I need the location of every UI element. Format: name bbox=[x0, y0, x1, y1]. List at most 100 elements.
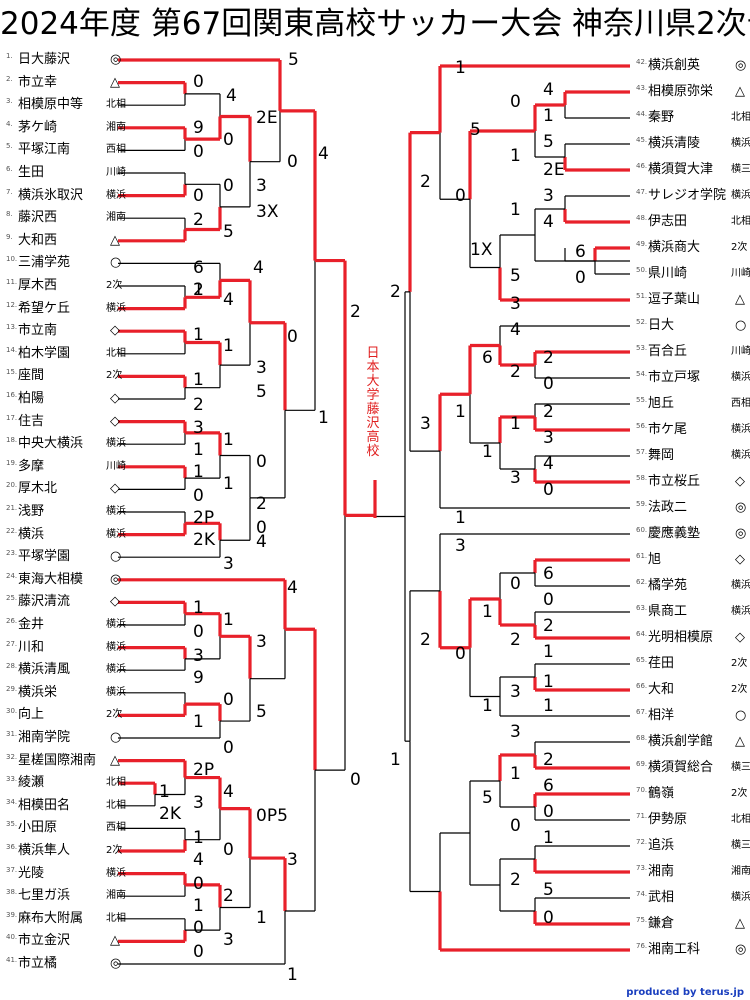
team-region: 2次 bbox=[731, 684, 748, 695]
team-row: 74.武相横浜 bbox=[636, 887, 750, 909]
team-region: 横三 bbox=[731, 840, 750, 851]
team-name: 市立桜丘 bbox=[648, 474, 701, 489]
team-number: 45. bbox=[636, 136, 648, 144]
score-label: 5 bbox=[543, 132, 554, 152]
team-row: 60.慶應義塾◎ bbox=[636, 523, 748, 545]
team-region: 横浜 bbox=[106, 189, 126, 201]
team-row: 10.三浦学苑○ bbox=[6, 252, 121, 274]
team-number: 30. bbox=[6, 707, 18, 716]
team-region: 横浜 bbox=[106, 686, 126, 698]
team-row: 39.麻布大附属北相 bbox=[6, 908, 126, 930]
team-name: 横浜 bbox=[18, 526, 45, 542]
team-region: 横浜 bbox=[106, 438, 126, 450]
team-number: 42. bbox=[636, 58, 648, 66]
team-row: 41.市立橘◎ bbox=[6, 953, 122, 975]
team-region: 川崎 bbox=[731, 268, 750, 279]
team-region: 川崎 bbox=[731, 346, 750, 357]
score-label: 1 bbox=[193, 828, 204, 848]
team-number: 18. bbox=[6, 436, 18, 445]
score-label: 1 bbox=[510, 764, 521, 784]
team-row: 67.相洋○ bbox=[636, 705, 748, 727]
team-number: 17. bbox=[6, 413, 18, 422]
score-label: 0 bbox=[575, 268, 586, 288]
team-name: 県川崎 bbox=[648, 266, 688, 281]
score-label: 3 bbox=[510, 682, 521, 702]
team-name: 茅ケ崎 bbox=[18, 119, 58, 135]
team-number: 25. bbox=[6, 594, 18, 603]
team-region: 横浜 bbox=[731, 138, 750, 149]
team-row: 46.横須賀大津横三 bbox=[636, 159, 750, 181]
score-label: 1 bbox=[543, 672, 554, 692]
score-label: 6 bbox=[193, 258, 204, 278]
team-row: 26.金井横浜 bbox=[6, 614, 126, 636]
team-number: 66. bbox=[636, 682, 648, 690]
team-name: 湘南 bbox=[648, 864, 675, 879]
score-label: 3 bbox=[256, 632, 267, 652]
team-row: 57.舞岡横浜 bbox=[636, 445, 750, 467]
team-name: 日大藤沢 bbox=[18, 52, 71, 67]
score-label: 2 bbox=[510, 630, 521, 650]
team-row: 23.平塚学園○ bbox=[6, 546, 121, 568]
team-name: 相洋 bbox=[648, 708, 675, 723]
team-number: 23. bbox=[6, 549, 18, 558]
score-label: 4 bbox=[510, 320, 521, 340]
team-number: 8. bbox=[6, 210, 13, 219]
score-label: 4 bbox=[543, 80, 554, 100]
team-row: 24.東海大相模◎ bbox=[6, 569, 121, 591]
team-seed-mark: △ bbox=[110, 933, 120, 949]
team-seed-mark: ◎ bbox=[110, 956, 122, 971]
team-row: 59.法政二◎ bbox=[636, 497, 748, 519]
team-seed-mark: ◇ bbox=[735, 474, 745, 489]
team-row: 52.日大○ bbox=[636, 315, 748, 337]
team-number: 28. bbox=[6, 662, 18, 671]
score-label: 1 bbox=[193, 280, 204, 300]
score-label: 1 bbox=[223, 430, 234, 450]
team-region: 湘南 bbox=[106, 121, 126, 133]
team-number: 58. bbox=[636, 474, 648, 482]
team-row: 53.百合丘川崎 bbox=[636, 341, 750, 363]
score-label: 3 bbox=[193, 418, 204, 438]
team-name: 座間 bbox=[18, 368, 45, 384]
score-label: 5 bbox=[256, 702, 267, 722]
score-label: 2 bbox=[223, 886, 234, 906]
team-name: 旭丘 bbox=[648, 396, 675, 411]
team-number: 68. bbox=[636, 734, 648, 742]
team-region: 湘南 bbox=[106, 890, 126, 902]
team-seed-mark: ◎ bbox=[735, 526, 747, 541]
team-row: 13.市立南◇ bbox=[6, 320, 120, 342]
team-number: 57. bbox=[636, 448, 648, 456]
team-row: 29.横浜栄横浜 bbox=[6, 682, 126, 704]
team-row: 61.旭◇ bbox=[636, 549, 748, 571]
team-number: 24. bbox=[6, 571, 18, 580]
team-name: 麻布大附属 bbox=[18, 910, 84, 926]
score-label: 0 bbox=[510, 816, 521, 836]
team-seed-mark: ◎ bbox=[735, 500, 747, 515]
team-name: 七里ガ浜 bbox=[18, 888, 71, 904]
score-label: 3 bbox=[256, 176, 267, 196]
team-name: 湘南工科 bbox=[648, 942, 701, 957]
team-row: 31.湘南学院○ bbox=[6, 727, 121, 749]
score-label: 0 bbox=[543, 590, 554, 610]
score-label: 9 bbox=[193, 668, 204, 688]
score-label: 2K bbox=[159, 804, 181, 824]
team-row: 64.光明相模原◇ bbox=[636, 627, 748, 649]
team-region: 横浜 bbox=[106, 619, 126, 630]
team-seed-mark: ◇ bbox=[110, 594, 120, 610]
score-label: 1 bbox=[510, 414, 521, 434]
team-name: 東海大相模 bbox=[18, 571, 84, 587]
score-label: 0 bbox=[193, 486, 204, 506]
team-name: 横浜清陵 bbox=[648, 136, 701, 151]
team-name: 武相 bbox=[648, 890, 675, 905]
team-number: 9. bbox=[6, 232, 13, 241]
team-row: 35.小田原西相 bbox=[6, 817, 126, 839]
score-label: 5 bbox=[482, 788, 493, 808]
team-row: 75.鎌倉△ bbox=[636, 913, 748, 935]
team-number: 29. bbox=[6, 684, 18, 693]
score-label: 0 bbox=[543, 480, 554, 500]
team-number: 62. bbox=[636, 578, 648, 586]
team-number: 3. bbox=[6, 97, 13, 106]
team-name: 中央大横浜 bbox=[18, 436, 84, 452]
team-number: 15. bbox=[6, 368, 18, 377]
